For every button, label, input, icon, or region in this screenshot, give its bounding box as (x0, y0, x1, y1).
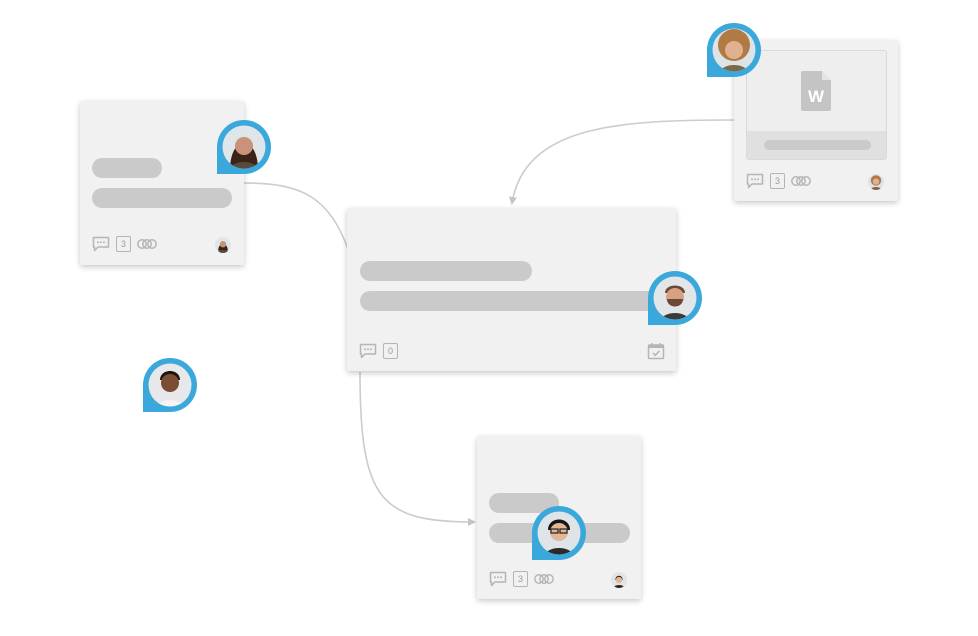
task-card-center[interactable]: 0 (347, 208, 676, 371)
avatar-photo (222, 125, 266, 169)
assignee-avatar[interactable] (215, 237, 231, 253)
collaborator-cursor-woman-curly-blonde[interactable] (707, 23, 761, 77)
title-placeholder (92, 158, 162, 178)
comment-icon[interactable] (92, 236, 110, 252)
task-card-left[interactable]: 3 (80, 101, 244, 265)
link-rings-icon[interactable] (534, 573, 554, 585)
subtitle-placeholder (92, 188, 232, 208)
comment-icon[interactable] (489, 571, 507, 587)
avatar-photo (537, 511, 581, 555)
document-caption-area (747, 131, 886, 159)
attachment-count[interactable]: 3 (513, 571, 528, 587)
calendar-check-icon[interactable] (647, 342, 665, 360)
document-preview[interactable]: W (746, 50, 887, 160)
link-rings-icon[interactable] (791, 175, 811, 187)
comment-icon[interactable] (359, 343, 377, 359)
title-placeholder (360, 261, 532, 281)
connector-center-to-bottom (359, 371, 476, 526)
title-placeholder (489, 493, 559, 513)
collaborator-cursor-woman-short-hair[interactable] (143, 358, 197, 412)
link-rings-icon[interactable] (137, 238, 157, 250)
assignee-avatar[interactable] (868, 174, 884, 190)
connector-left-to-center (243, 182, 351, 256)
avatar-photo (653, 276, 697, 320)
collaborator-cursor-man-glasses[interactable] (532, 506, 586, 560)
attachment-count[interactable]: 3 (770, 173, 785, 189)
attachment-count[interactable]: 3 (116, 236, 131, 252)
assignee-avatar[interactable] (611, 572, 627, 588)
connector-doc-to-center (509, 119, 735, 205)
subtitle-placeholder (360, 291, 660, 311)
avatar-photo (148, 363, 192, 407)
word-letter: W (808, 87, 825, 106)
collaborator-cursor-man-beard[interactable] (648, 271, 702, 325)
collaborator-cursor-woman-dark-hair[interactable] (217, 120, 271, 174)
document-card[interactable]: W 3 (734, 40, 898, 201)
avatar-photo (712, 28, 756, 72)
filename-placeholder (764, 140, 871, 150)
comment-icon[interactable] (746, 173, 764, 189)
word-document-icon: W (801, 71, 831, 111)
attachment-count[interactable]: 0 (383, 343, 398, 359)
